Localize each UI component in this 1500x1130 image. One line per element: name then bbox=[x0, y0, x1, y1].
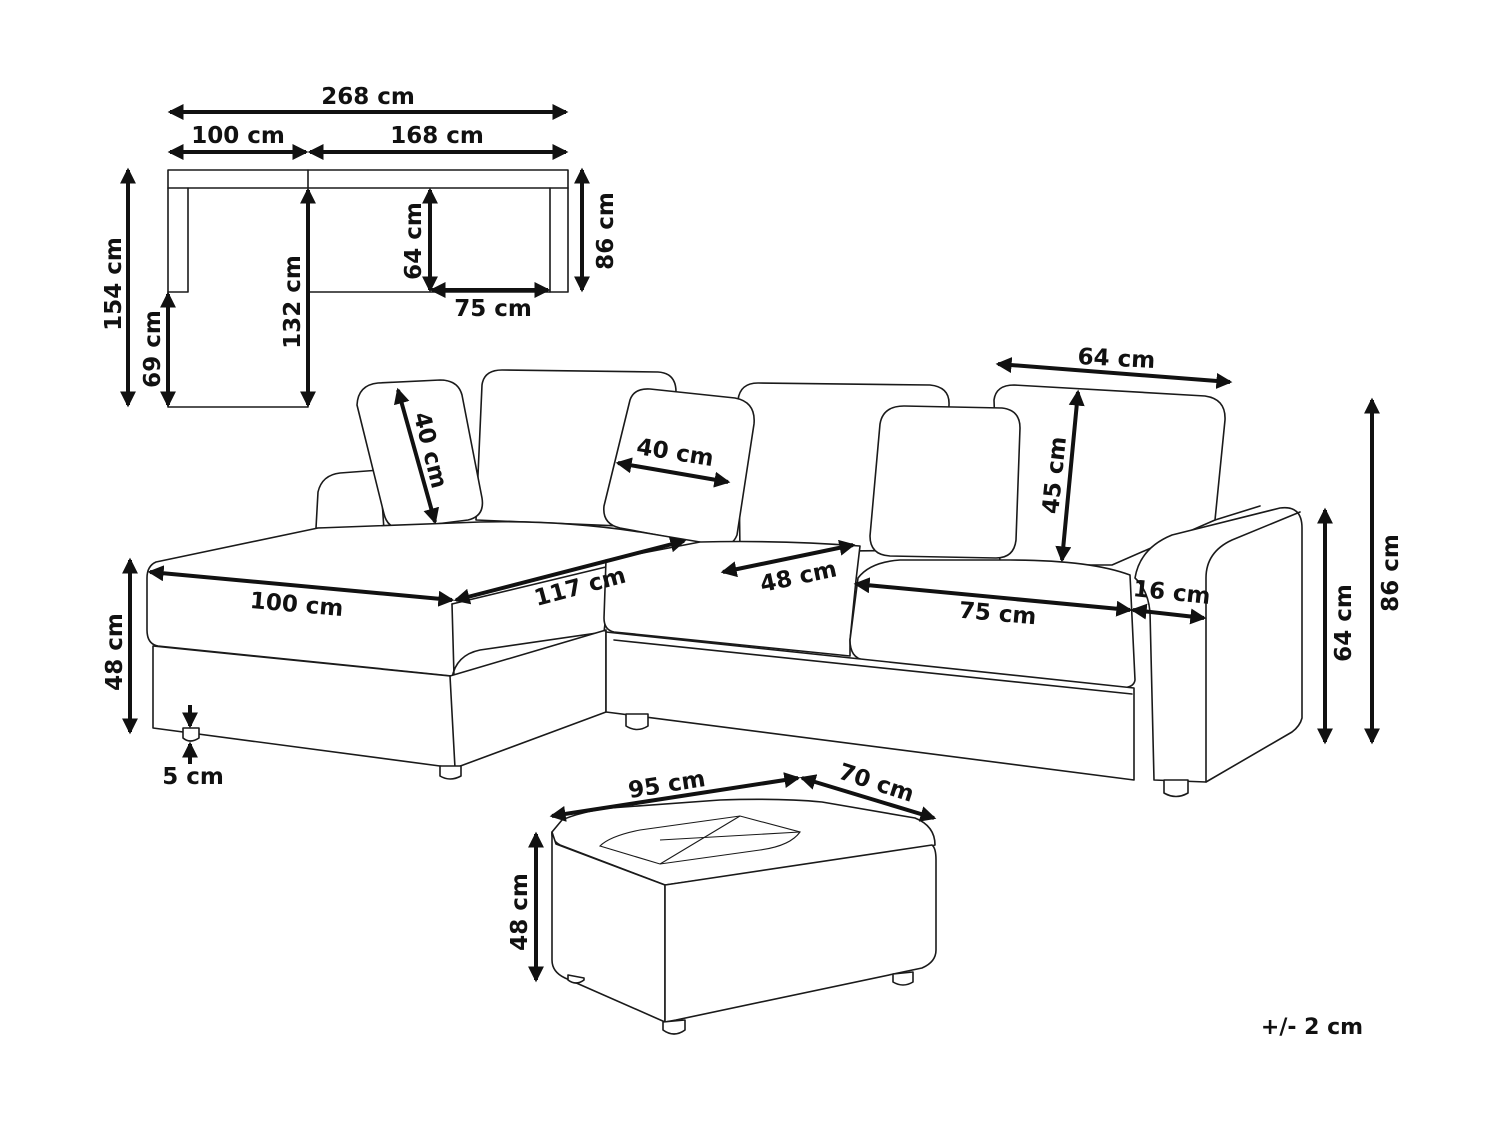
label-top-chaise-extra: 69 cm bbox=[140, 310, 166, 388]
label-seat-height: 48 cm bbox=[102, 613, 128, 691]
leg bbox=[892, 971, 914, 986]
leg bbox=[1163, 779, 1189, 798]
label-top-main-depth-inner: 132 cm bbox=[280, 255, 306, 349]
leg bbox=[567, 974, 585, 984]
label-total-height: 86 cm bbox=[1378, 534, 1404, 612]
label-top-main-width: 168 cm bbox=[390, 123, 484, 149]
leg bbox=[662, 1019, 686, 1035]
leg bbox=[625, 713, 649, 731]
label-top-seat-depth: 64 cm bbox=[401, 202, 427, 280]
label-arm-height: 64 cm bbox=[1331, 584, 1357, 662]
label-leg-height: 5 cm bbox=[162, 764, 224, 790]
loose-cushion-right bbox=[869, 405, 1021, 559]
sofa-main-base bbox=[605, 631, 1135, 781]
label-top-seat-width: 75 cm bbox=[454, 296, 532, 322]
label-top-total-width: 268 cm bbox=[321, 84, 415, 110]
label-back-cushion-width: 64 cm bbox=[1077, 344, 1156, 374]
label-ottoman-height: 48 cm bbox=[507, 873, 533, 951]
ottoman-side bbox=[664, 844, 937, 1023]
label-top-total-depth: 154 cm bbox=[101, 237, 127, 331]
chaise-backrest bbox=[315, 469, 385, 531]
back-cushion-right bbox=[993, 384, 1226, 566]
label-top-chaise-width: 100 cm bbox=[191, 123, 285, 149]
leg bbox=[182, 727, 200, 742]
leg bbox=[439, 765, 462, 780]
tolerance-note: +/- 2 cm bbox=[1261, 1015, 1363, 1040]
label-top-right-depth: 86 cm bbox=[593, 192, 619, 270]
loose-cushion-middle bbox=[603, 388, 755, 548]
ottoman-illustration bbox=[551, 798, 937, 1035]
sofa-illustration bbox=[146, 369, 1303, 798]
dimension-arrows bbox=[120, 104, 1380, 983]
